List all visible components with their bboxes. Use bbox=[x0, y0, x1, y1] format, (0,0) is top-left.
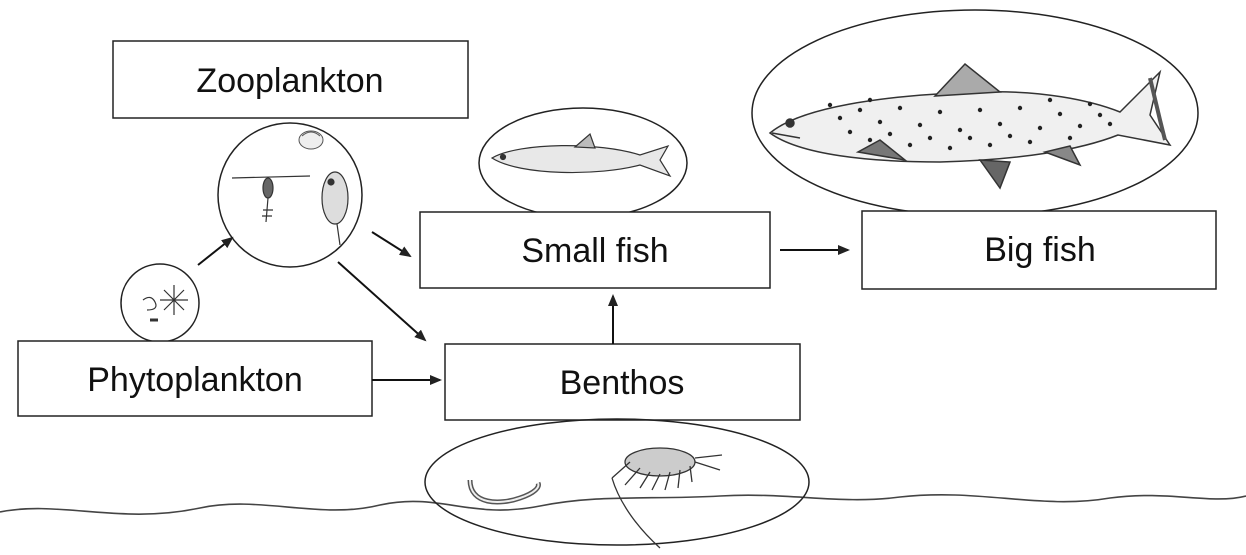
rotifer-illustration bbox=[299, 131, 323, 149]
phytoplankton-label: Phytoplankton bbox=[87, 361, 303, 399]
phytoplankton-circle bbox=[121, 264, 199, 342]
zooplankton-label: Zooplankton bbox=[196, 62, 383, 100]
benthos-ellipse bbox=[425, 419, 809, 545]
arrow-phytoplankton-to-zooplankton bbox=[198, 238, 232, 265]
small-fish-label: Small fish bbox=[521, 232, 668, 270]
benthos-label: Benthos bbox=[560, 364, 685, 402]
arrow-zooplankton-to-small-fish bbox=[372, 232, 410, 256]
big-fish-label: Big fish bbox=[984, 231, 1096, 269]
arrow-zooplankton-to-benthos bbox=[338, 262, 425, 340]
